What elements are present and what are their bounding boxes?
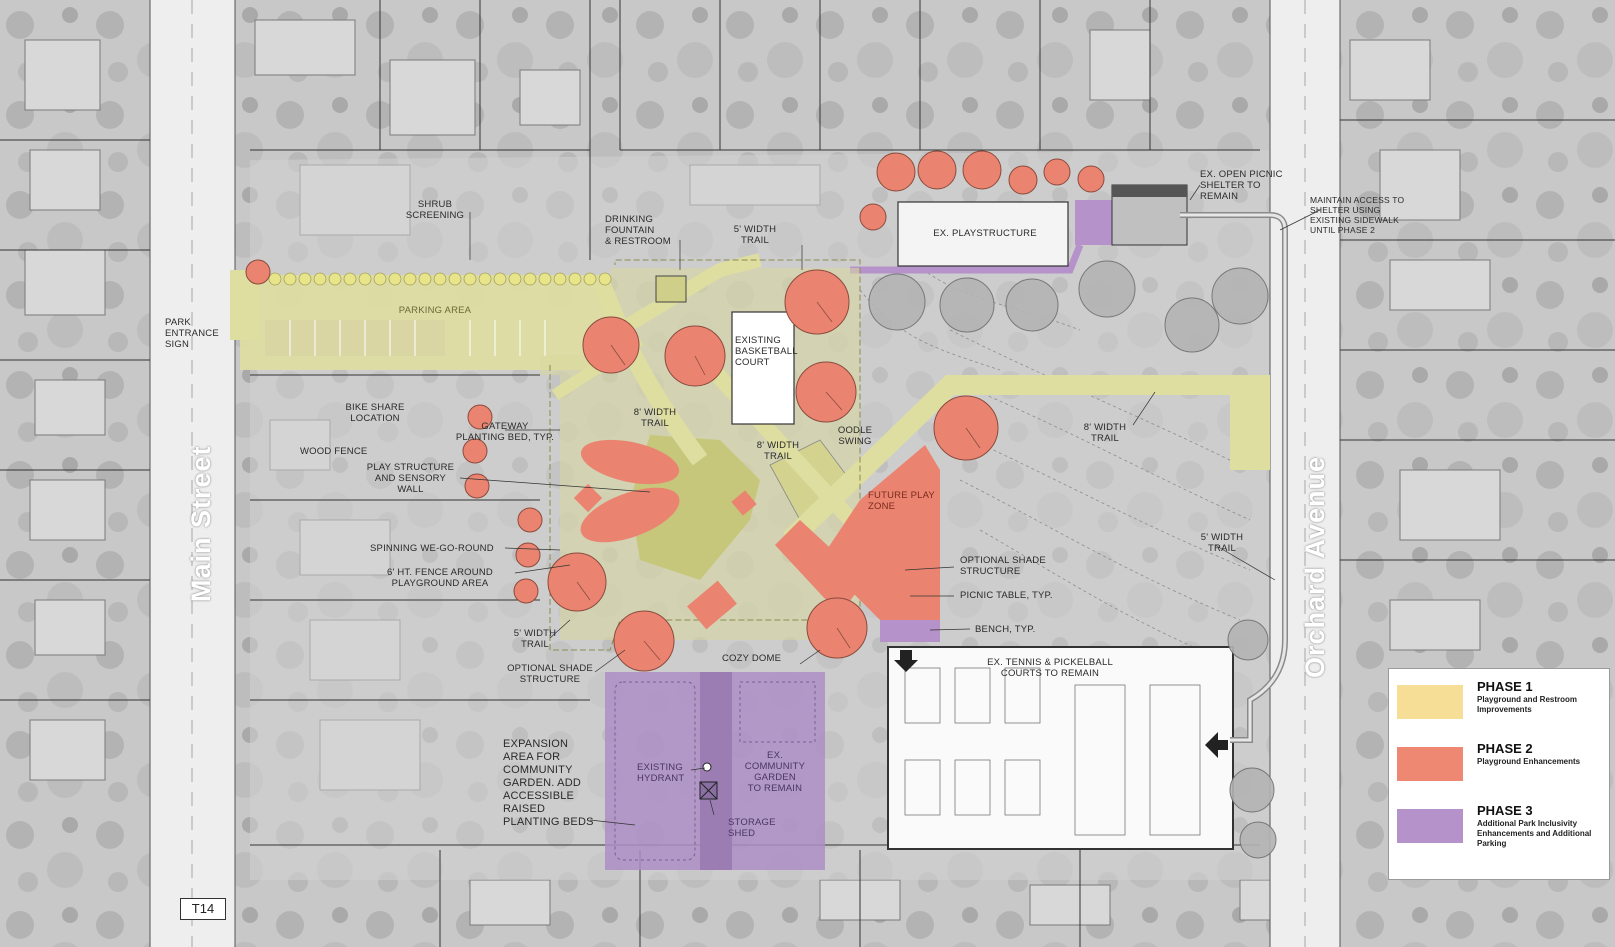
orchard-avenue-label: Orchard Avenue [1300,455,1330,678]
future-play-zone-label: FUTURE PLAY ZONE [868,490,935,512]
legend-title-phase-2: PHASE 2 [1477,741,1533,756]
trail-8ft-b-label: 8' WIDTH TRAIL [756,440,800,462]
community-garden-label: Ex. COMMUNITY GARDEN TO REMAIN [744,750,806,794]
cozy-dome-label: COZY DOME [722,653,782,664]
trail-8ft-a-label: 8' WIDTH TRAIL [633,407,677,429]
access-arrow-east [1205,732,1228,758]
basketball-court [731,311,795,425]
shrub-screening-label: SHRUB SCREENING [405,199,465,221]
legend-phase-2: PHASE 2 Playground Enhancements [1397,741,1602,799]
legend-swatch-phase-1 [1397,685,1463,719]
phase2-gateway-bed-north [580,439,680,485]
phase3-bench-area [880,620,940,642]
wood-fence-label: WOOD FENCE [300,446,368,457]
legend-title-phase-3: PHASE 3 [1477,803,1533,818]
picnic-table-label: PICNIC TABLE, TYP. [960,590,1053,601]
trail-5ft-top-label: 5' WIDTH TRAIL [733,224,777,246]
phase1-8ft-trail-east [783,375,1270,548]
gateway-label: GATEWAY PLANTING BED, TYP. [455,421,555,443]
spinning-label: SPINNING WE-GO-ROUND [370,543,494,554]
park-entrance-label: PARK ENTRANCE SIGN [165,317,219,350]
bike-share-label: BIKE SHARE LOCATION [345,402,405,424]
phase1-parking-area [240,275,610,370]
optional-shade-left-label: OPTIONAL SHADE STRUCTURE [507,663,593,685]
main-street-label: Main Street [186,445,216,602]
expansion-area-label: EXPANSION AREA FOR COMMUNITY GARDEN. ADD… [503,738,594,828]
fence-6ft-label: 6' HT. FENCE AROUND PLAYGROUND AREA [387,567,493,589]
parking-area-label: PARKING AREA [398,305,472,316]
storage-shed-label: STORAGE SHED [728,817,776,839]
access-arrow-north [894,650,918,672]
restroom [655,275,687,303]
picnic-shelter-label: Ex. OPEN PICNIC SHELTER TO REMAIN [1200,169,1283,202]
phase2-shade-area [775,520,865,615]
trail-5ft-left-label: 5' WIDTH TRAIL [513,628,557,650]
maintain-access-label: MAINTAIN ACCESS TO SHELTER USING EXISTIN… [1310,195,1405,235]
legend-desc-phase-3: Additional Park Inclusivity Enhancements… [1477,819,1592,848]
legend-phase-3: PHASE 3 Additional Park Inclusivity Enha… [1397,803,1602,861]
phase3-garden-path [700,672,732,870]
phase-legend: PHASE 1 Playground and Restroom Improvem… [1388,668,1610,880]
tennis-courts [887,646,1234,850]
phase2-gateway-bed-south [580,487,680,543]
legend-desc-phase-2: Playground Enhancements [1477,757,1581,766]
shrub-screening-row [268,272,612,286]
leader-lines [459,184,1321,826]
legend-phase-1: PHASE 1 Playground and Restroom Improvem… [1397,679,1602,737]
hydrant [702,762,712,772]
sheet-tag: T14 [180,898,226,920]
bench-label: BENCH, TYP. [975,624,1036,635]
existing-trees [868,260,1277,859]
drinking-fountain-label: DRINKING FOUNTAIN & RESTROOM [605,214,671,247]
play-structure-wall-label: PLAY STRUCTURE AND SENSORY WALL [366,462,455,495]
trail-5ft-east-label: 5' WIDTH TRAIL [1200,532,1244,554]
legend-title-phase-1: PHASE 1 [1477,679,1533,694]
legend-desc-phase-1: Playground and Restroom Improvements [1477,695,1578,714]
trail-8ft-east-label: 8' WIDTH TRAIL [1083,422,1127,444]
optional-shade-right-label: OPTIONAL SHADE STRUCTURE [960,555,1046,577]
playstructure-label: Ex. PLAYSTRUCTURE [933,228,1037,239]
tennis-courts-label: Ex. TENNIS & PICKELBALL COURTS TO REMAIN [987,657,1113,679]
oodle-swing-label: OODLE SWING [837,425,873,447]
hydrant-label: EXISTING HYDRANT [637,762,685,784]
legend-swatch-phase-2 [1397,747,1463,781]
playstructure [897,201,1069,267]
legend-swatch-phase-3 [1397,809,1463,843]
basketball-court-label: EXISTING BASKETBALL COURT [735,335,798,368]
